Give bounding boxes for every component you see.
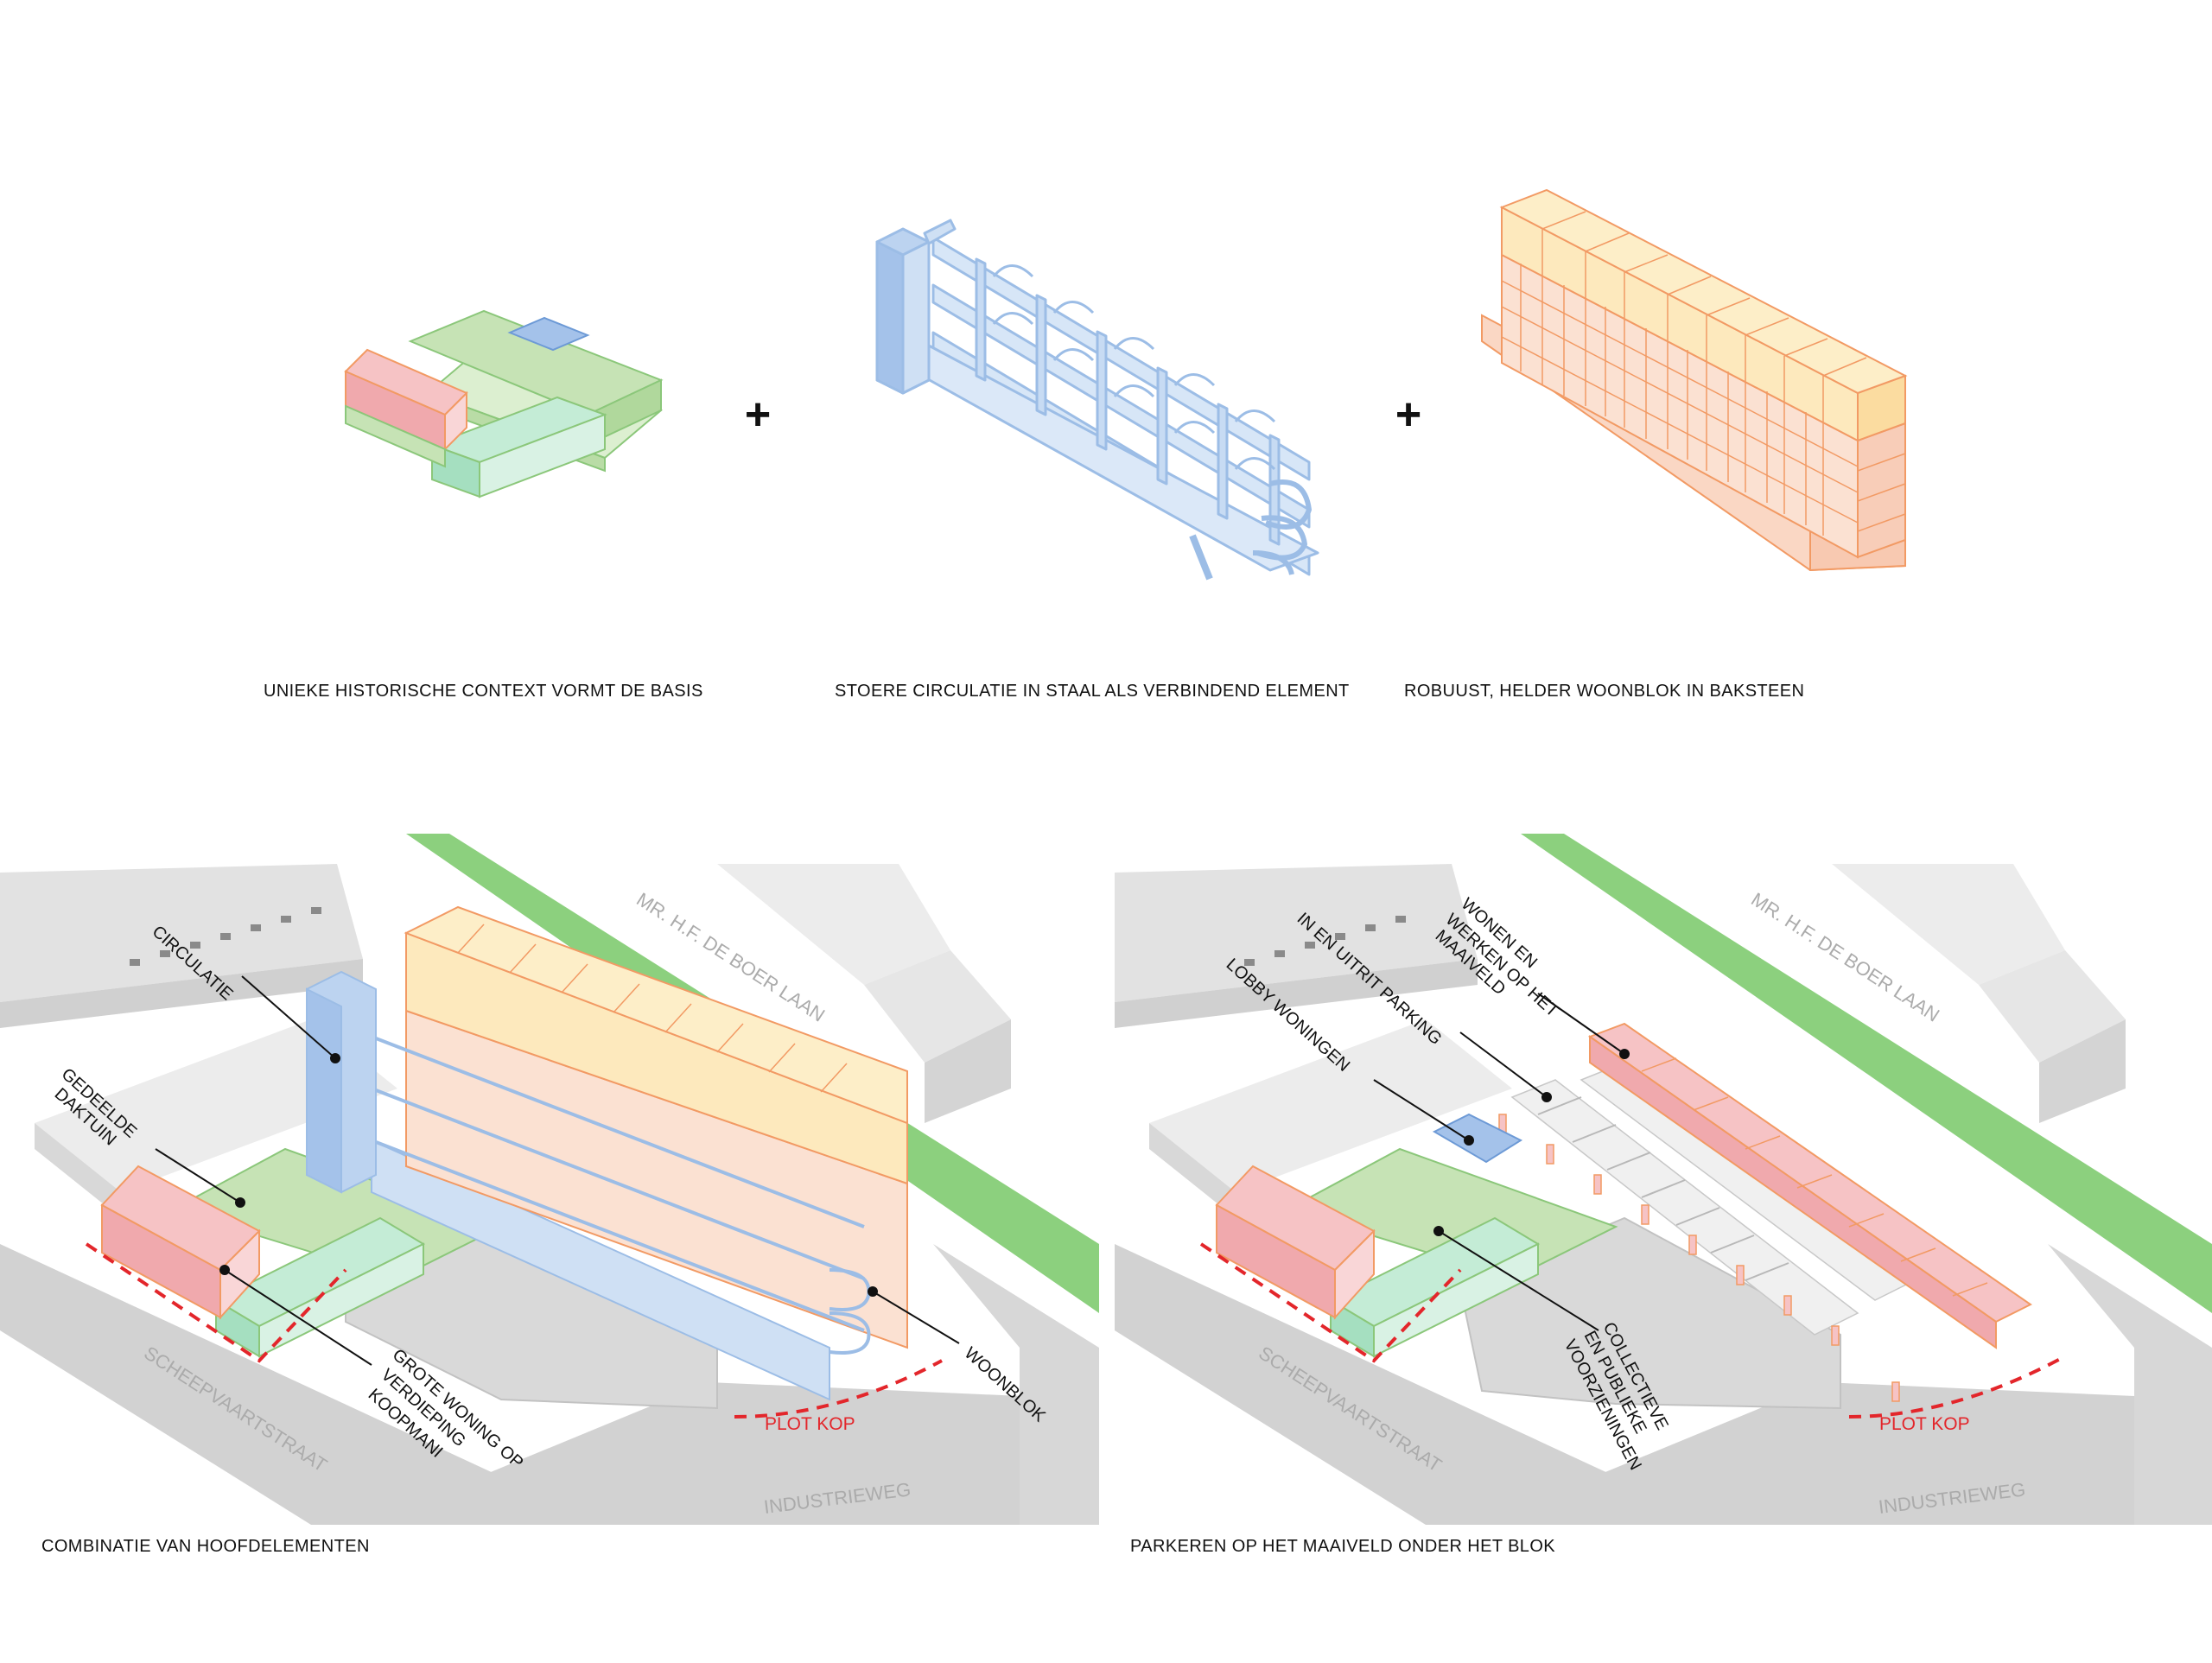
- parking-plan: MR. H.F. DE BOER LAAN SCHEEPVAARTSTRAAT …: [1115, 834, 2212, 1525]
- caption-combination: COMBINATIE VAN HOOFDELEMENTEN: [41, 1537, 370, 1556]
- caption-historic-context: UNIEKE HISTORISCHE CONTEXT VORMT DE BASI…: [264, 682, 703, 701]
- label-plot-kop-left: PLOT KOP: [765, 1414, 855, 1434]
- housing-block-model: [1481, 188, 1908, 572]
- plus-operator-2: +: [1395, 390, 1421, 440]
- plus-operator-1: +: [745, 390, 771, 440]
- combination-plan: MR. H.F. DE BOER LAAN SCHEEPVAARTSTRAAT …: [0, 834, 1099, 1525]
- caption-parking: PARKEREN OP HET MAAIVELD ONDER HET BLOK: [1130, 1537, 1556, 1556]
- caption-housing-block: ROBUUST, HELDER WOONBLOK IN BAKSTEEN: [1404, 682, 1805, 701]
- label-plot-kop-right: PLOT KOP: [1879, 1414, 1970, 1434]
- caption-steel-circulation: STOERE CIRCULATIE IN STAAL ALS VERBINDEN…: [835, 682, 1350, 701]
- historic-context-model: [344, 309, 664, 498]
- steel-circulation-model: [875, 219, 1319, 581]
